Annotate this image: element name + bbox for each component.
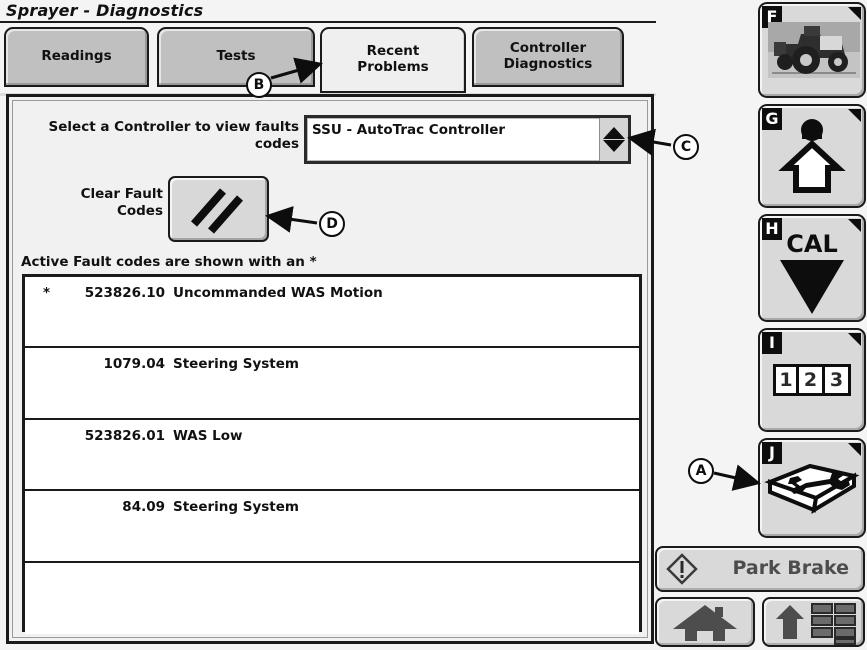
fault-code: 523826.10 [84,285,165,301]
numbers-123-icon: 1 2 3 [760,364,864,396]
sidebar-button-f[interactable]: F [758,2,866,98]
corner-marker-icon [848,333,861,346]
fault-code: 1079.04 [103,356,166,373]
controller-spinner[interactable] [599,118,628,161]
arrow-up-list-icon [776,603,856,645]
title-divider [0,21,656,23]
callout-b: B [246,72,272,98]
menu-button[interactable] [762,597,865,647]
clear-fault-codes-label: Clear Fault Codes [80,186,163,219]
sidebar-button-g[interactable]: G [758,104,866,208]
tab-controller-diagnostics[interactable]: Controller Diagnostics [472,27,624,87]
fault-description: WAS Low [173,427,243,444]
callout-d: D [319,211,345,237]
main-panel: Select a Controller to view faults codes… [6,94,654,644]
main-panel-inner: Select a Controller to view faults codes… [12,100,648,638]
manual-wrench-icon [764,463,860,514]
sidebar-badge-h: H [762,218,782,240]
sidebar-badge-g: G [762,108,782,130]
sidebar-button-h[interactable]: H CAL [758,214,866,322]
tab-recent-problems[interactable]: Recent Problems [320,27,466,93]
up-arrow-with-dot-icon [778,119,846,193]
warning-diamond-icon [666,553,698,585]
sidebar-button-j[interactable]: J [758,438,866,538]
fault-code: 84.09 [122,499,165,516]
tab-tests-label: Tests [216,48,256,65]
callout-c: C [673,134,699,160]
tab-tests[interactable]: Tests [157,27,315,87]
home-button[interactable] [655,597,755,647]
keypad-digit-3: 3 [825,364,851,396]
active-fault-star: * [43,285,51,301]
controller-selector-label: Select a Controller to view faults codes [48,119,299,152]
sidebar-button-i[interactable]: I 1 2 3 [758,328,866,432]
controller-select-value: SSU - AutoTrac Controller [312,122,506,138]
sidebar: F G [757,0,867,650]
keypad-digit-1: 1 [773,364,799,396]
tab-readings[interactable]: Readings [4,27,149,87]
table-row[interactable]: * 523826.10 Uncommanded WAS Motion [25,277,639,349]
controller-select[interactable]: SSU - AutoTrac Controller [304,115,631,164]
keypad-digit-2: 2 [799,364,825,396]
page-title: Sprayer - Diagnostics [6,1,204,20]
fault-description: Steering System [173,356,299,373]
tab-controller-diagnostics-label-line1: Controller [509,40,587,57]
fault-code-list[interactable]: * 523826.10 Uncommanded WAS Motion 1079.… [22,274,642,634]
sidebar-badge-i: I [762,332,782,354]
tab-recent-problems-label-line1: Recent [366,43,420,60]
fault-code: 523826.01 [84,427,165,444]
corner-marker-icon [848,7,861,20]
tab-controller-diagnostics-label-line2: Diagnostics [503,56,593,72]
fault-description: Uncommanded WAS Motion [173,285,383,301]
callout-a: A [688,458,714,484]
home-icon [673,605,737,641]
fault-description: Steering System [173,499,299,516]
tab-readings-label: Readings [41,48,112,65]
down-triangle-icon [780,260,844,314]
chevron-up-icon[interactable] [603,127,625,139]
fault-list-caption: Active Fault codes are shown with an * [21,254,317,270]
chevron-down-icon[interactable] [603,140,625,152]
table-row[interactable]: 523826.01 WAS Low [25,419,639,492]
sidebar-badge-j: J [762,442,782,464]
cal-label: CAL [786,230,838,258]
double-slash-icon [190,188,244,234]
table-row[interactable]: 1079.04 Steering System [25,348,639,420]
park-brake-label: Park Brake [732,557,849,579]
status-badge-park-brake: Park Brake [655,546,865,592]
table-row[interactable]: 84.09 Steering System [25,491,639,563]
clear-fault-codes-button[interactable] [168,176,269,242]
tractor-image-icon [768,22,860,78]
table-row[interactable] [25,562,639,634]
tab-recent-problems-label-line2: Problems [357,59,429,75]
tab-bar: Readings Tests Recent Problems Controlle… [2,27,654,95]
